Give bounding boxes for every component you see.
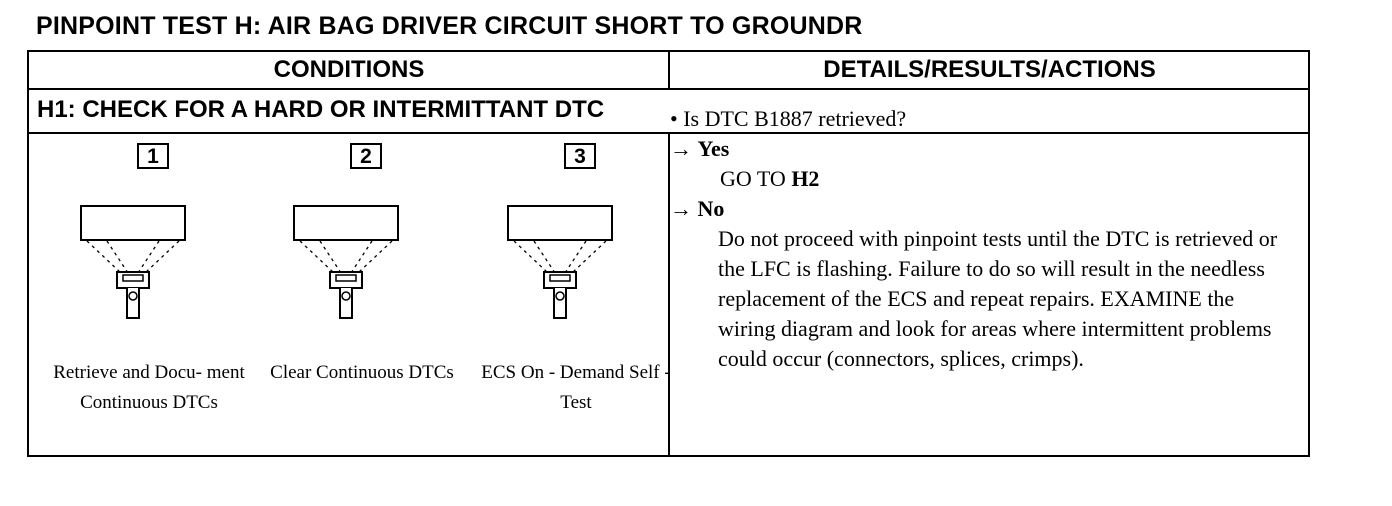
details-header: DETAILS/RESULTS/ACTIONS (823, 56, 1156, 83)
pinpoint-test-table: CONDITIONS DETAILS/RESULTS/ACTIONS H1: C… (27, 50, 1310, 457)
arrow-right-icon: → (670, 136, 692, 161)
scan-tool-icon (507, 205, 613, 319)
conditions-header: CONDITIONS (273, 56, 425, 83)
scan-tool-icon (293, 205, 399, 319)
column-divider-body (668, 134, 670, 455)
step-caption-3: ECS On - Demand Self - Test (481, 362, 671, 413)
column-divider-top (668, 52, 670, 88)
step-caption-2: Clear Continuous DTCs (270, 362, 454, 383)
step-title: H1: CHECK FOR A HARD OR INTERMITTANT DTC (37, 96, 605, 123)
step-divider (29, 132, 1308, 134)
arrow-right-icon: → (670, 196, 692, 221)
yes-action-target: H2 (791, 166, 820, 191)
step-number-2: 2 (350, 143, 382, 169)
step-caption-1: Retrieve and Docu- ment Continuous DTCs (53, 362, 245, 413)
no-branch: → No (670, 194, 1290, 224)
no-action: Do not proceed with pinpoint tests until… (718, 226, 1278, 371)
yes-label: Yes (697, 136, 730, 161)
no-label: No (697, 196, 725, 221)
yes-branch: → Yes (670, 134, 1290, 164)
details-results-actions: • Is DTC B1887 retrieved? → Yes GO TO H2… (670, 104, 1290, 374)
yes-action: GO TO H2 (670, 164, 1290, 194)
question-text: • Is DTC B1887 retrieved? (670, 106, 907, 131)
scan-tool-icon (80, 205, 186, 319)
yes-action-prefix: GO TO (720, 166, 792, 191)
step-number-1: 1 (137, 143, 169, 169)
page-title: PINPOINT TEST H: AIR BAG DRIVER CIRCUIT … (36, 12, 863, 40)
header-divider (29, 88, 1308, 90)
step-number-3: 3 (564, 143, 596, 169)
